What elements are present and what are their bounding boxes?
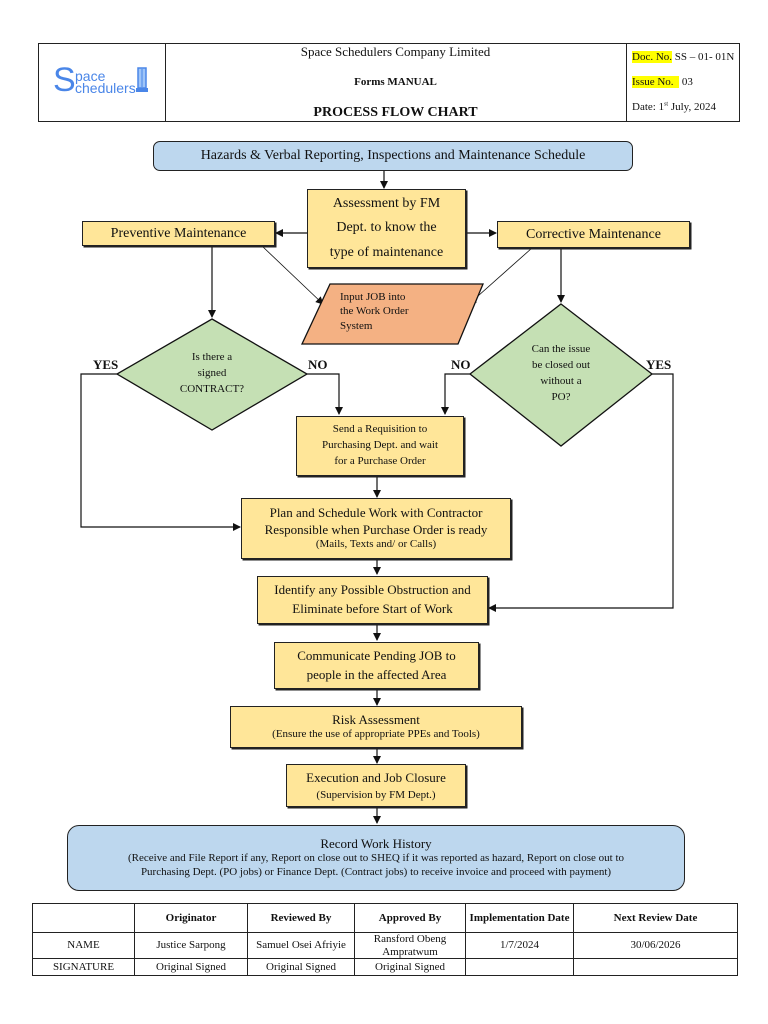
table-row: SIGNATURE Original Signed Original Signe… (32, 958, 738, 976)
doc-meta-cell: Doc. No. SS – 01- 01N Issue No. 03 Date:… (626, 44, 739, 121)
input-job-label: Input JOB into the Work Order System (340, 291, 409, 332)
start-hazards-reporting: Hazards & Verbal Reporting, Inspections … (153, 141, 633, 171)
issue-number: Issue No. 03 (632, 76, 693, 88)
arrow-yes-po-to-obstruction (488, 373, 674, 612)
page-title: PROCESS FLOW CHART (313, 105, 478, 120)
header-originator: Originator (134, 903, 248, 933)
table-header-row: Originator Reviewed By Approved By Imple… (32, 903, 738, 933)
logo-cell: S pace chedulers (39, 44, 166, 121)
originator-signature: Original Signed (134, 958, 248, 976)
decision-po-label: Can the issue be closed out without a PO… (531, 343, 591, 403)
header-implementation-date: Implementation Date (465, 903, 574, 933)
doc-number: Doc. No. SS – 01- 01N (632, 51, 735, 63)
approver-signature: Original Signed (354, 958, 466, 976)
assessment-box: Assessment by FM Dept. to know the type … (307, 189, 466, 268)
reviewer-name: Samuel Osei Afriyie (247, 932, 355, 959)
manual-label: Forms MANUAL (354, 76, 437, 88)
yes-label-po: YES (646, 357, 672, 372)
decision-po-shape (468, 303, 654, 447)
company-name: Space Schedulers Company Limited (300, 44, 491, 59)
execution-box: Execution and Job Closure (Supervision b… (286, 764, 466, 807)
next-review-date: 30/06/2026 (573, 932, 738, 959)
record-work-history-terminal: Record Work History (Receive and File Re… (67, 825, 685, 891)
row-label-signature: SIGNATURE (32, 958, 135, 976)
arrow-yes-contract-to-plan (80, 373, 241, 531)
header-approved-by: Approved By (354, 903, 466, 933)
document-header: S pace chedulers Space Schedulers Compan… (38, 43, 740, 122)
preventive-maintenance-box: Preventive Maintenance (82, 221, 275, 246)
signoff-table: Originator Reviewed By Approved By Imple… (32, 903, 738, 976)
arrow-corrective-to-input (468, 247, 533, 305)
decision-contract-shape (115, 318, 309, 431)
yes-label-contract: YES (93, 357, 119, 372)
door-icon (136, 67, 148, 92)
plan-schedule-box: Plan and Schedule Work with Contractor R… (241, 498, 511, 559)
implementation-signature-empty (465, 958, 574, 976)
row-label-name: NAME (32, 932, 135, 959)
originator-name: Justice Sarpong (134, 932, 248, 959)
implementation-date: 1/7/2024 (465, 932, 574, 959)
header-reviewed-by: Reviewed By (247, 903, 355, 933)
requisition-box: Send a Requisition to Purchasing Dept. a… (296, 416, 464, 476)
risk-assessment-box: Risk Assessment (Ensure the use of appro… (230, 706, 522, 748)
logo-line-1: pace (75, 68, 106, 84)
corrective-maintenance-box: Corrective Maintenance (497, 221, 690, 248)
input-job-shape (300, 283, 484, 345)
obstruction-box: Identify any Possible Obstruction and El… (257, 576, 488, 624)
approver-name: Ransford Obeng Ampratwum (354, 932, 466, 959)
no-label-contract: NO (308, 357, 328, 372)
doc-date: Date: 1st July, 2024 (632, 101, 716, 113)
next-review-signature-empty (573, 958, 738, 976)
table-row: NAME Justice Sarpong Samuel Osei Afriyie… (32, 932, 738, 959)
reviewer-signature: Original Signed (247, 958, 355, 976)
title-cell: Space Schedulers Company Limited Forms M… (165, 44, 627, 121)
arrow-no-po-to-requisition (441, 373, 470, 415)
logo-initial: S (53, 61, 76, 99)
arrow-preventive-to-input (261, 245, 324, 305)
logo-line-2: chedulers (75, 80, 136, 96)
company-logo: S pace chedulers (53, 61, 153, 103)
header-next-review-date: Next Review Date (573, 903, 738, 933)
header-cell-blank (32, 903, 135, 933)
decision-contract-label: Is there a signed CONTRACT? (179, 351, 245, 395)
arrow-no-contract-to-requisition (307, 373, 343, 415)
communicate-box: Communicate Pending JOB to people in the… (274, 642, 479, 689)
no-label-po: NO (451, 357, 471, 372)
